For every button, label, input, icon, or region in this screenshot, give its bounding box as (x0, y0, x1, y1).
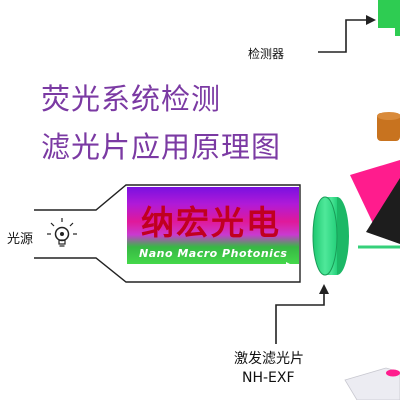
excitation-filter-label: 激发滤光片 (234, 351, 304, 367)
light-source-housing (34, 184, 301, 283)
brand-cn-watermark: 纳宏光电 (141, 203, 281, 242)
sample-spot (386, 369, 400, 377)
emission-filter (377, 113, 400, 141)
emission-filter-top (377, 112, 400, 120)
beam-splitter (366, 178, 400, 244)
excitation-filter-lens (312, 196, 338, 276)
excitation-filter-code: NH-EXF (242, 370, 295, 386)
excitation-filter-pointer-arrowhead (319, 284, 329, 294)
excitation-filter-pointer-line (275, 292, 325, 344)
light-ray-arrowhead (286, 262, 294, 270)
detector-tab (395, 28, 400, 36)
light-source-label: 光源 (7, 232, 34, 247)
detector-pointer-arrowhead (366, 15, 376, 25)
title-line-1: 荧光系统检测 (41, 82, 222, 116)
brand-en-watermark: Nano Macro Photonics (139, 247, 288, 260)
lightbulb-icon (47, 218, 77, 247)
title-line-2: 滤光片应用原理图 (41, 130, 282, 164)
detector-block (378, 0, 400, 28)
detector-label: 检测器 (248, 47, 285, 61)
spectrum-panel (127, 187, 299, 264)
detector-pointer-line (318, 19, 368, 53)
sample-holder (344, 367, 400, 400)
